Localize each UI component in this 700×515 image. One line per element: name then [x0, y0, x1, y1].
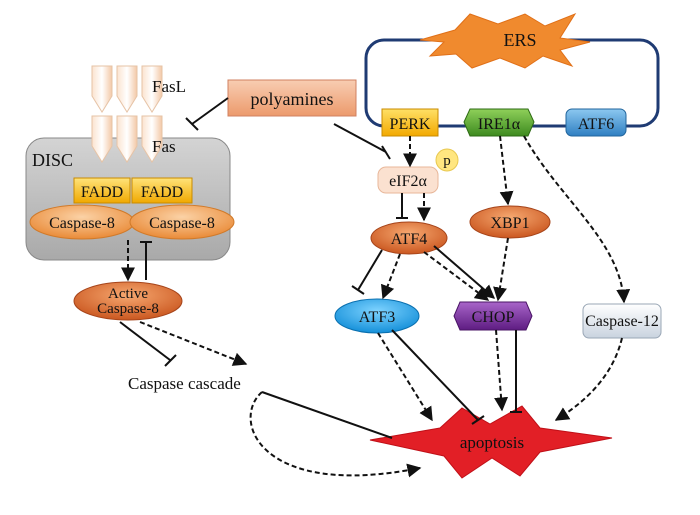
fadd-right-node: FADD — [131, 177, 193, 204]
fas-receptor-icon — [91, 65, 163, 163]
caspase8-left-node: Caspase-8 — [29, 204, 135, 240]
ire1a-label: IRE1α — [478, 116, 521, 133]
caspase12-node: Caspase-12 — [582, 303, 662, 339]
phospho-label: p — [443, 153, 451, 169]
edge-atf3-inhibit-apoptosis — [391, 329, 479, 421]
caspase12-label: Caspase-12 — [585, 313, 659, 330]
disc-label: DISC — [32, 150, 73, 170]
edge-xbp1-chop — [493, 237, 509, 302]
caspase8-left-label: Caspase-8 — [49, 215, 115, 232]
chop-label: CHOP — [472, 309, 515, 326]
polyamines-label: polyamines — [251, 89, 334, 109]
ers-label: ERS — [503, 30, 536, 50]
chop-node: CHOP — [453, 301, 533, 331]
active-caspase8-line1: Active — [108, 286, 148, 302]
fas-label: Fas — [152, 137, 176, 156]
edge-atf4-chop-solid — [433, 245, 496, 299]
edge-atf4-chop — [423, 251, 490, 301]
perk-node: PERK — [381, 108, 439, 137]
edge-cascade-apoptosis-dashed — [249, 391, 422, 478]
edge-caspase12-apoptosis — [554, 337, 623, 421]
edge-cascade-apoptosis — [261, 391, 393, 439]
atf4-node: ATF4 — [370, 221, 448, 255]
eif2a-label: eIF2α — [389, 173, 427, 190]
edge-atf3-apoptosis — [377, 332, 433, 422]
atf3-node: ATF3 — [334, 298, 420, 334]
edge-active-to-cascade — [139, 321, 248, 366]
xbp1-node: XBP1 — [469, 205, 551, 239]
edge-polyamines-inhibits-eif2a — [333, 123, 387, 153]
apoptosis-star: apoptosis — [369, 405, 613, 479]
fadd-right-label: FADD — [141, 184, 183, 201]
ers-star: ERS — [419, 12, 591, 69]
perk-label: PERK — [390, 116, 431, 133]
active-caspase8-node: Active Caspase-8 — [73, 281, 183, 321]
caspase8-right-node: Caspase-8 — [129, 204, 235, 240]
edge-ire1a-xbp1 — [499, 135, 514, 206]
caspase-cascade-label: Caspase cascade — [128, 374, 241, 393]
fadd-left-label: FADD — [81, 184, 123, 201]
atf6-node: ATF6 — [565, 108, 627, 137]
eif2a-node: eIF2α — [377, 166, 439, 194]
phospho-badge: p — [435, 148, 459, 172]
edge-atf4-atf3 — [381, 253, 401, 300]
ire1a-node: IRE1α — [463, 108, 535, 137]
atf3-label: ATF3 — [359, 309, 395, 326]
atf6-label: ATF6 — [578, 116, 614, 133]
edge-ire1a-caspase12 — [523, 135, 631, 304]
apoptosis-label: apoptosis — [460, 433, 524, 452]
active-caspase8-line2: Caspase-8 — [97, 301, 159, 317]
edge-polyamines-inhibits-fasl — [191, 97, 229, 125]
edge-chop-apoptosis — [494, 329, 509, 412]
edge-active-to-cascade-inhibit — [119, 321, 171, 361]
polyamines-node: polyamines — [227, 79, 357, 117]
edge-atf4-inhibit-atf3 — [357, 249, 383, 291]
xbp1-label: XBP1 — [490, 215, 529, 232]
atf4-label: ATF4 — [391, 231, 427, 248]
fadd-left-node: FADD — [73, 177, 131, 204]
fasl-label: FasL — [152, 77, 186, 96]
caspase8-right-label: Caspase-8 — [149, 215, 215, 232]
